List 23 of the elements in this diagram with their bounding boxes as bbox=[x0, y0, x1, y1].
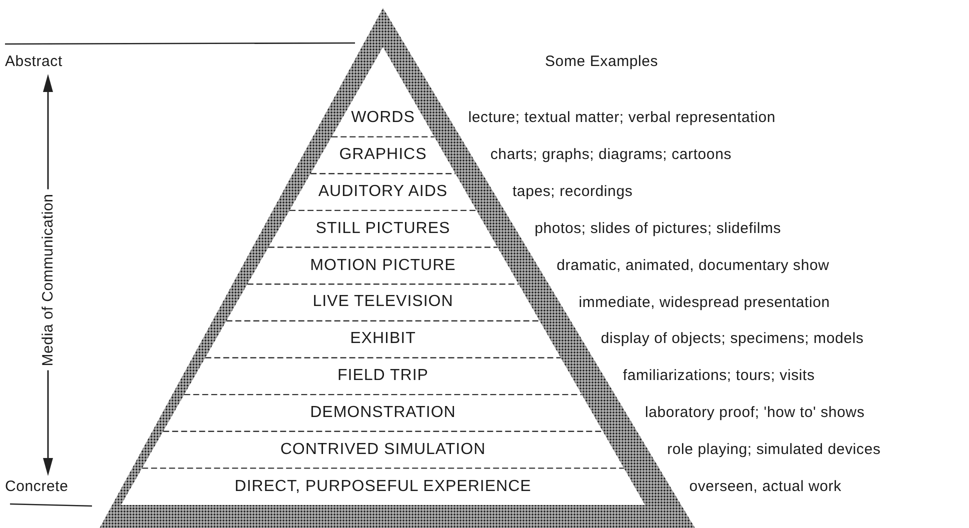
level-label: WORDS bbox=[351, 109, 415, 128]
level-label: STILL PICTURES bbox=[316, 220, 450, 238]
level-label: DEMONSTRATION bbox=[310, 404, 456, 422]
column-heading: Some Examples bbox=[545, 53, 658, 70]
example-text: overseen, actual work bbox=[689, 478, 842, 495]
example-text: photos; slides of pictures; slidefilms bbox=[534, 220, 782, 237]
example-text: display of objects; specimens; models bbox=[600, 330, 864, 348]
level-label: MOTION PICTURE bbox=[310, 256, 456, 275]
example-text: laboratory proof; 'how to' shows bbox=[645, 404, 865, 421]
example-text: dramatic, animated, documentary show bbox=[556, 256, 830, 274]
level-label: DIRECT, PURPOSEFUL EXPERIENCE bbox=[234, 478, 532, 496]
level-label: GRAPHICS bbox=[339, 146, 427, 164]
level-label: FIELD TRIP bbox=[338, 367, 428, 386]
level-label: AUDITORY AIDS bbox=[318, 183, 448, 202]
level-label: CONTRIVED SIMULATION bbox=[280, 440, 486, 459]
example-text: role playing; simulated devices bbox=[667, 440, 881, 458]
level-label: LIVE TELEVISION bbox=[312, 293, 454, 312]
example-text: lecture; textual matter; verbal representation bbox=[468, 109, 776, 126]
level-label: EXHIBIT bbox=[350, 330, 416, 348]
example-text: charts; graphs; diagrams; cartoons bbox=[490, 146, 732, 164]
example-text: tapes; recordings bbox=[512, 183, 633, 200]
example-text: immediate, widespread presentation bbox=[578, 294, 830, 310]
example-text: familiarizations; tours; visits bbox=[622, 367, 815, 384]
